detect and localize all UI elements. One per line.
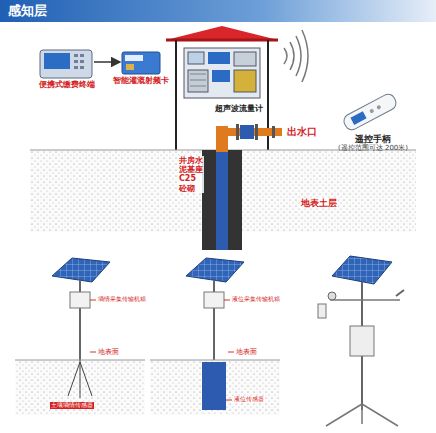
part-label: 地表面 [235, 348, 258, 356]
outlet-pipe [216, 124, 282, 152]
part-label: 墒情采集传输机箱 [97, 296, 147, 303]
device-label: 智能灌溉射频卡 [108, 76, 174, 85]
wireless-waves [284, 30, 308, 82]
part-label: 井房水泥基座C25砼砌 [178, 156, 204, 193]
device-label: 便携式缴费终端 [28, 80, 106, 89]
part-label: 地表面 [97, 348, 120, 356]
device-label: 遥控手柄 [318, 134, 428, 144]
level-station [150, 258, 280, 415]
part-label: 出水口 [286, 126, 318, 138]
header-title: 感知层 [8, 3, 47, 19]
remote-handset [342, 92, 399, 132]
header-band [0, 0, 436, 22]
part-label: 液位采集传输机箱 [231, 296, 281, 303]
rf-card [122, 52, 160, 74]
terminal-device [40, 50, 92, 78]
weather-station [318, 256, 404, 426]
device-label: (遥控范围可达 200米) [318, 144, 428, 152]
well-shaft [202, 150, 242, 250]
part-label: 土壤墒情传感器 [50, 402, 94, 409]
device-node: 遥控手柄(遥控范围可达 200米) [318, 92, 428, 152]
device-node: 智能灌溉射频卡 [108, 48, 174, 85]
soil-station [15, 258, 145, 415]
part-label: 液位传感器 [233, 396, 265, 403]
part-label: 地表土层 [300, 198, 338, 208]
arrow-connector [94, 61, 120, 63]
device-node: 便携式缴费终端 [28, 46, 106, 89]
part-label: 超声波流量计 [214, 104, 264, 113]
well-pipe [216, 150, 228, 250]
